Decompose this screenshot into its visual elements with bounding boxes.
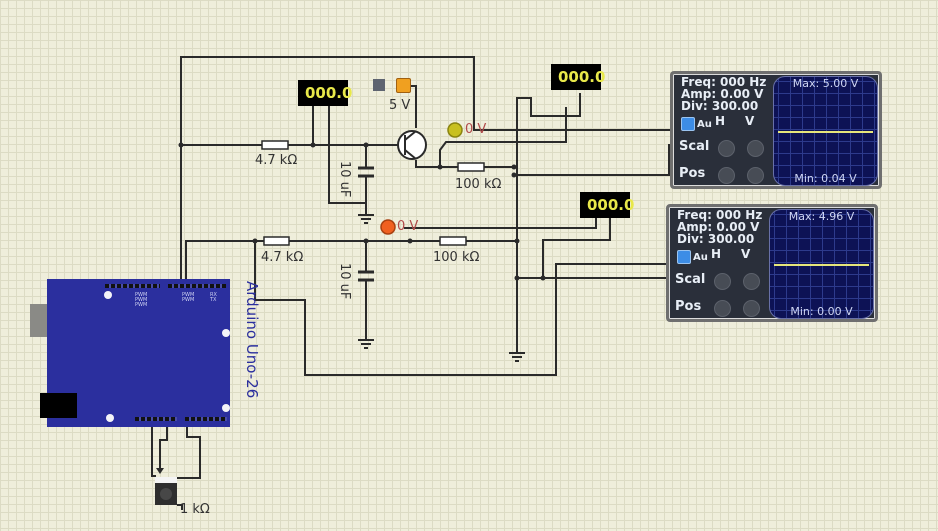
resistor-top-left	[261, 140, 289, 150]
digital-header-left[interactable]	[105, 284, 160, 288]
wire	[517, 218, 611, 279]
wire	[185, 240, 264, 281]
h-label: H	[711, 247, 722, 261]
voltmeter-top-right[interactable]: 000.0	[551, 64, 605, 90]
probe-top-value: 0 V	[465, 122, 487, 137]
mounting-hole	[106, 414, 114, 422]
voltage-source-label: 5 V	[389, 98, 411, 113]
div-readout: Div: 300.00	[677, 232, 755, 245]
oscilloscope-top[interactable]: Freq: 000 Hz Amp: 0.00 V Div: 300.00 Au …	[670, 71, 882, 189]
v-scale-knob[interactable]	[747, 140, 764, 157]
ground-icon	[358, 214, 374, 224]
analog-header[interactable]	[185, 417, 227, 421]
auto-checkbox[interactable]	[681, 117, 695, 131]
pos-label: Pos	[675, 299, 702, 314]
oscilloscope-screen: Max: 5.00 V Min: 0.04 V	[773, 76, 878, 186]
div-readout: Div: 300.00	[681, 99, 759, 112]
oscilloscope-readout: Freq: 000 Hz Amp: 0.00 V Div: 300.00	[677, 209, 765, 245]
wire	[254, 241, 678, 376]
digital-header-right[interactable]	[168, 284, 226, 288]
h-scale-knob[interactable]	[718, 140, 735, 157]
arduino-label: Arduino Uno-26	[243, 281, 261, 399]
amp-readout: Amp: 0.00 V	[681, 87, 764, 101]
auto-label: Au	[693, 252, 708, 263]
resistor-bottom-right-label: 100 kΩ	[433, 250, 480, 265]
v-scale-knob[interactable]	[743, 273, 760, 290]
voltage-source-negative-terminal[interactable]	[373, 79, 385, 91]
oscilloscope-screen: Max: 4.96 V Min: 0.00 V	[769, 209, 874, 319]
resistor-top-left-label: 4.7 kΩ	[255, 153, 298, 168]
resistor-top-right	[457, 162, 485, 172]
probe-bottom-icon	[380, 219, 396, 235]
signal-trace	[774, 264, 869, 266]
v-pos-knob[interactable]	[743, 300, 760, 317]
v-label: V	[745, 114, 755, 128]
freq-readout: Freq: 000 Hz	[681, 76, 767, 89]
capacitor-top-label: 10 uF	[337, 161, 352, 198]
wire	[439, 107, 567, 167]
h-scale-knob[interactable]	[714, 273, 731, 290]
ground-icon	[358, 339, 374, 349]
oscilloscope-bottom[interactable]: Freq: 000 Hz Amp: 0.00 V Div: 300.00 Au …	[666, 204, 878, 322]
resistor-bottom-left-label: 4.7 kΩ	[261, 250, 304, 265]
wire	[404, 218, 597, 229]
voltmeter-mid-right[interactable]: 000.0	[580, 192, 634, 218]
oscilloscope-readout: Freq: 000 Hz Amp: 0.00 V Div: 300.00	[681, 76, 769, 112]
min-readout: Min: 0.00 V	[790, 305, 853, 318]
wire	[410, 85, 417, 128]
wire	[328, 106, 366, 204]
power-header[interactable]	[135, 417, 177, 421]
wire	[177, 504, 183, 510]
voltage-source-positive-terminal[interactable]	[396, 78, 411, 93]
potentiometer-label: 1 kΩ	[180, 502, 210, 517]
probe-top-icon	[447, 122, 463, 138]
max-readout: Max: 5.00 V	[792, 77, 859, 90]
h-label: H	[715, 114, 726, 128]
wire	[159, 425, 168, 468]
v-pos-knob[interactable]	[747, 167, 764, 184]
freq-readout: Freq: 000 Hz	[677, 209, 763, 222]
pos-label: Pos	[679, 166, 706, 181]
resistor-bottom-right	[439, 236, 467, 246]
wire	[180, 56, 678, 281]
voltmeter-left[interactable]: 000.0	[298, 80, 352, 106]
wire	[151, 425, 156, 477]
resistor-bottom-left	[263, 236, 290, 246]
auto-checkbox[interactable]	[677, 250, 691, 264]
amp-readout: Amp: 0.00 V	[677, 220, 760, 234]
h-pos-knob[interactable]	[714, 300, 731, 317]
resistor-top-right-label: 100 kΩ	[455, 177, 502, 192]
mounting-hole	[222, 404, 230, 412]
max-readout: Max: 4.96 V	[788, 210, 855, 223]
wire	[177, 425, 201, 479]
potentiometer[interactable]	[155, 477, 177, 505]
ground-icon	[509, 352, 525, 362]
h-pos-knob[interactable]	[718, 167, 735, 184]
auto-label: Au	[697, 119, 712, 130]
arduino-power-jack	[40, 393, 77, 418]
pot-wiper-arrow	[156, 468, 164, 474]
wire	[415, 160, 458, 168]
min-readout: Min: 0.04 V	[794, 172, 857, 185]
mounting-hole	[104, 291, 112, 299]
wire	[516, 93, 581, 353]
scale-label: Scal	[679, 139, 710, 154]
probe-bottom-value: 0 V	[397, 219, 419, 234]
transistor-npn-icon	[397, 130, 427, 160]
wire	[514, 144, 678, 176]
mounting-hole	[222, 329, 230, 337]
v-label: V	[741, 247, 751, 261]
scale-label: Scal	[675, 272, 706, 287]
capacitor-bottom-label: 10 uF	[337, 263, 352, 300]
signal-trace	[778, 131, 873, 133]
